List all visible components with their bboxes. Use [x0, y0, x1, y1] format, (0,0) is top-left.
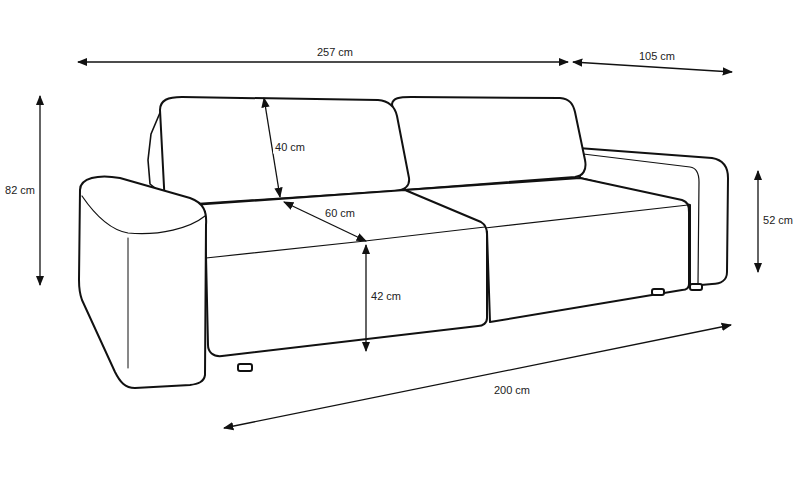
dim-seat-depth: [284, 202, 366, 241]
dimension-label: 60 cm: [323, 207, 357, 220]
dimension-label: 52 cm: [761, 214, 795, 227]
dimension-label: 42 cm: [369, 290, 403, 303]
sofa-outline: [79, 97, 728, 388]
dim-seat-width: [224, 325, 731, 428]
dim-height: [39, 96, 40, 285]
dim-width: [78, 61, 568, 62]
dimension-label: 105 cm: [637, 50, 677, 63]
dimension-lines: [40, 62, 758, 428]
dim-seat-height: [365, 245, 366, 351]
dimension-label: 257 cm: [315, 46, 355, 59]
dim-arm-height: [757, 171, 758, 272]
dim-depth: [573, 62, 732, 72]
dimension-label: 40 cm: [273, 141, 307, 154]
dimension-label: 200 cm: [492, 384, 532, 397]
dimension-label: 82 cm: [3, 184, 37, 197]
